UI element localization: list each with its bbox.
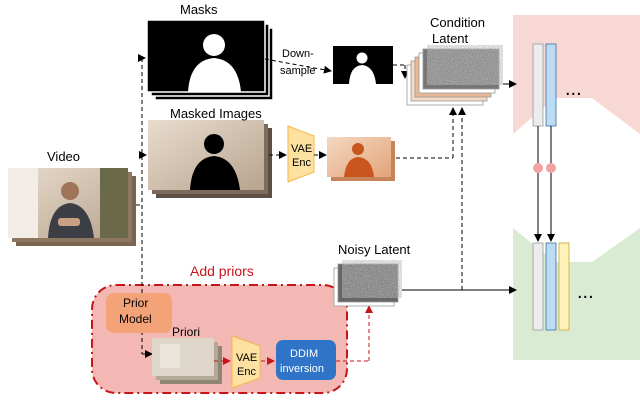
ddim-label-1: DDIM <box>290 348 318 360</box>
masked-image-frame-stack-icon <box>148 120 272 198</box>
downsample-label-2: sample <box>280 65 315 77</box>
prior-model-label-2: Model <box>119 312 152 326</box>
unet-bottom-bar-yellow <box>558 242 570 331</box>
masked-images-label: Masked Images <box>170 106 262 121</box>
unet-top-bar-blue <box>545 43 557 127</box>
condition-latent-label-2: Latent <box>432 31 469 46</box>
vae-enc-bottom-label-1: VAE <box>236 352 257 364</box>
priori-frame-stack-icon <box>152 338 222 384</box>
prior-model-label-1: Prior <box>123 296 148 310</box>
ddim-label-2: inversion <box>280 363 324 375</box>
noisy-latent-stack-icon <box>333 260 402 307</box>
condition-latent-stack-icon <box>406 45 503 106</box>
mask-frame-stack-icon <box>146 19 274 101</box>
unet-bottom-bar-blue <box>545 242 557 331</box>
vae-enc-top-label-2: Enc <box>292 157 311 169</box>
video-frame-stack-icon <box>8 168 136 246</box>
priori-label: Priori <box>172 325 200 339</box>
unet-bottom-ellipsis: ... <box>577 281 594 303</box>
unet-top-ellipsis: ... <box>565 78 582 100</box>
condition-latent-label-1: Condition <box>430 15 485 30</box>
video-label: Video <box>47 149 80 164</box>
prior-model-box <box>106 293 172 333</box>
ddim-inversion-box <box>276 340 336 380</box>
vae-encoder-top <box>287 125 315 183</box>
connector-dot-right <box>546 163 556 173</box>
small-mask-icon <box>333 46 393 84</box>
unet-bottom-bar-gray <box>532 242 544 331</box>
unet-bottom-block <box>513 228 640 360</box>
unet-top-bar-gray <box>532 43 544 127</box>
vae-enc-top-label-1: VAE <box>291 143 312 155</box>
noisy-latent-label: Noisy Latent <box>338 242 411 257</box>
add-priors-title: Add priors <box>190 263 254 279</box>
masked-latent-icon <box>327 137 395 181</box>
vae-enc-bottom-label-2: Enc <box>237 366 256 378</box>
downsample-label-1: Down- <box>282 48 314 60</box>
unet-top-block <box>513 15 640 134</box>
vae-encoder-bottom <box>231 335 261 389</box>
connector-dot-left <box>533 163 543 173</box>
masks-label: Masks <box>180 2 218 17</box>
